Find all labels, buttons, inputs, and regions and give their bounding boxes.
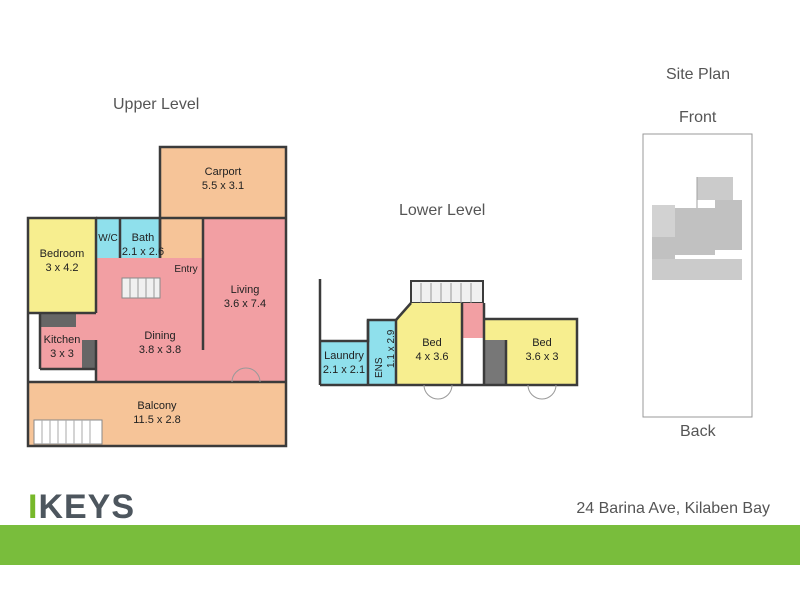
laundry-room bbox=[320, 341, 368, 385]
ens-size: 1.1 x 2.9 bbox=[386, 329, 397, 368]
site-house-footprint bbox=[652, 177, 742, 280]
site-back-label: Back bbox=[680, 423, 716, 440]
bath-size: 2.1 x 2.6 bbox=[122, 246, 164, 258]
bath-label: Bath bbox=[132, 232, 155, 244]
carport-label: Carport bbox=[205, 166, 242, 178]
bed2-label: Bed bbox=[532, 337, 552, 349]
laundry-size: 2.1 x 2.1 bbox=[323, 364, 365, 376]
ens-room bbox=[368, 320, 396, 385]
ens-label: ENS bbox=[374, 357, 385, 378]
entry-area bbox=[160, 258, 204, 278]
wc-label: W/C bbox=[98, 233, 117, 244]
balcony-stair bbox=[33, 419, 103, 445]
carport-size: 5.5 x 3.1 bbox=[202, 180, 244, 192]
property-address: 24 Barina Ave, Kilaben Bay bbox=[576, 500, 770, 517]
bed1-room bbox=[396, 303, 462, 385]
logo-mark: I bbox=[28, 488, 39, 526]
upper-level-plan: Carport 5.5 x 3.1 Bedroom 3 x 4.2 W/C Ba… bbox=[26, 145, 288, 448]
bed2-size: 3.6 x 3 bbox=[525, 351, 558, 363]
bath-room bbox=[120, 218, 160, 258]
site-plan-heading: Site Plan bbox=[666, 66, 731, 83]
living-room bbox=[203, 218, 286, 382]
brand-logo: IKEYS bbox=[28, 488, 135, 527]
kitchen-bench-side bbox=[82, 340, 96, 370]
bed1-size: 4 x 3.6 bbox=[415, 351, 448, 363]
living-size: 3.6 x 7.4 bbox=[224, 298, 266, 310]
site-front-label: Front bbox=[679, 109, 717, 126]
lower-stair bbox=[410, 280, 484, 304]
kitchen-size: 3 x 3 bbox=[50, 348, 74, 360]
bedroom-label: Bedroom bbox=[40, 248, 85, 260]
kitchen-bench bbox=[40, 313, 76, 327]
laundry-label: Laundry bbox=[324, 350, 364, 362]
logo-text: KEYS bbox=[38, 488, 136, 526]
bed1-label: Bed bbox=[422, 337, 442, 349]
kitchen-label: Kitchen bbox=[44, 334, 81, 346]
upper-level-heading: Upper Level bbox=[113, 96, 200, 113]
bed2-extension bbox=[484, 319, 506, 340]
balcony-size: 11.5 x 2.8 bbox=[133, 414, 181, 426]
living-label: Living bbox=[231, 284, 260, 296]
bed2-room bbox=[506, 319, 577, 385]
bedroom-size: 3 x 4.2 bbox=[45, 262, 78, 274]
wc-room bbox=[96, 218, 120, 258]
site-plan bbox=[642, 133, 753, 418]
balcony-label: Balcony bbox=[137, 400, 177, 412]
entry-label: Entry bbox=[174, 264, 197, 275]
dining-label: Dining bbox=[144, 330, 175, 342]
footer-bar bbox=[0, 525, 800, 565]
lower-level-plan: Laundry 2.1 x 2.1 ENS 1.1 x 2.9 Bed 4 x … bbox=[318, 279, 579, 400]
lower-hall bbox=[462, 303, 484, 338]
dining-size: 3.8 x 3.8 bbox=[139, 344, 181, 356]
upper-stair bbox=[121, 277, 161, 299]
lower-level-heading: Lower Level bbox=[399, 202, 486, 219]
bedroom-room bbox=[28, 218, 96, 313]
wardrobe bbox=[484, 340, 506, 386]
